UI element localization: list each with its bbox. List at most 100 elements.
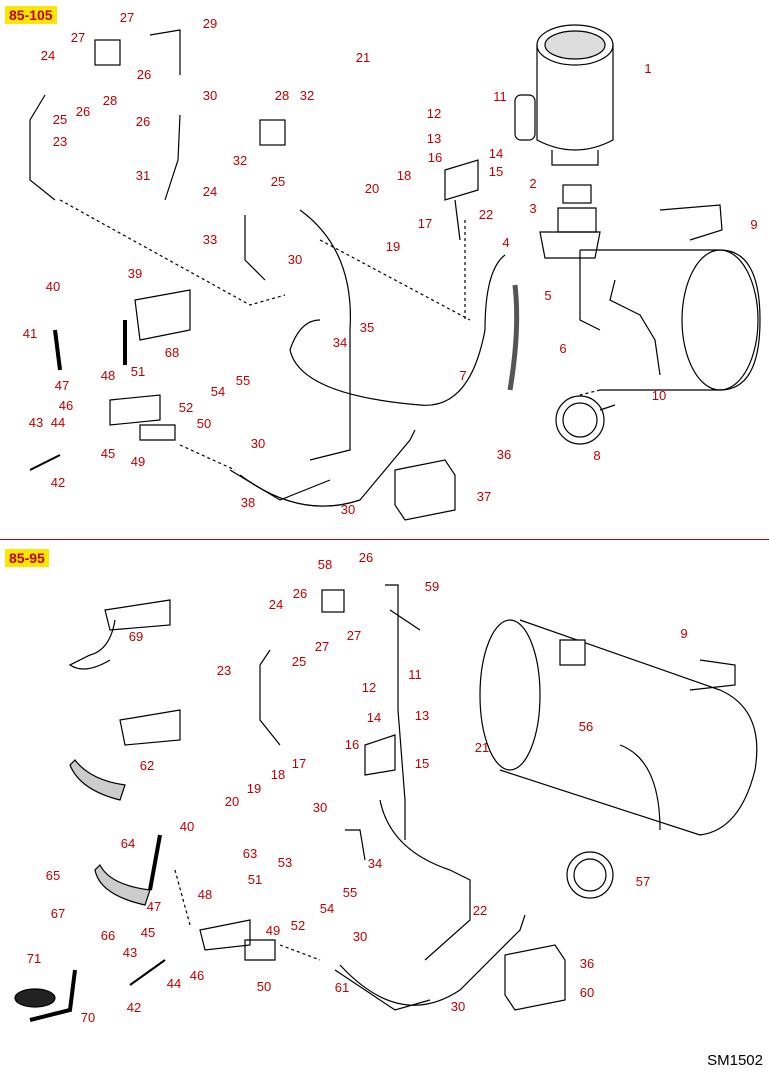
valve-48-icon [109, 394, 161, 426]
bottom-callout-54: 54 [320, 901, 334, 916]
tube-31-icon [164, 114, 181, 201]
valve-49-icon [139, 424, 176, 441]
dashed-leader-2 [319, 239, 471, 321]
top-callout-31: 31 [136, 168, 150, 183]
top-callout-33: 33 [203, 232, 217, 247]
top-callout-5: 5 [544, 288, 551, 303]
tube-56-icon [619, 744, 661, 831]
valve-50b-icon [244, 939, 276, 961]
tube-7-icon [289, 254, 506, 406]
bottom-callout-30: 30 [451, 999, 465, 1014]
bottom-callout-56: 56 [579, 719, 593, 734]
bracket-icon [389, 609, 421, 631]
top-callout-11: 11 [493, 89, 507, 104]
air-tank-bottom-icon [479, 619, 758, 836]
top-callout-14: 14 [489, 146, 503, 161]
pedal-70-icon [29, 969, 77, 1022]
bottom-artwork [14, 584, 758, 1022]
top-callout-30: 30 [203, 88, 217, 103]
bottom-callout-64: 64 [121, 836, 135, 851]
tube-36-icon [239, 429, 416, 507]
top-callout-21: 21 [356, 50, 370, 65]
pipe-22-icon [454, 199, 461, 241]
gauge-8-icon [555, 395, 616, 445]
bottom-callout-67: 67 [51, 906, 65, 921]
top-callout-49: 49 [131, 454, 145, 469]
top-callout-35: 35 [360, 320, 374, 335]
motor-icon [514, 24, 614, 166]
bottom-callout-53: 53 [278, 855, 292, 870]
section-divider [0, 539, 769, 540]
bottom-callout-43: 43 [123, 945, 137, 960]
top-callout-54: 54 [211, 384, 225, 399]
bottom-callout-27: 27 [315, 639, 329, 654]
bottom-callout-40: 40 [180, 819, 194, 834]
top-callout-32: 32 [300, 88, 314, 103]
pin-42b-icon [129, 959, 166, 986]
bottom-callout-71: 71 [27, 951, 41, 966]
bottom-callout-16: 16 [345, 737, 359, 752]
top-callout-27: 27 [120, 10, 134, 25]
bottom-callout-47: 47 [147, 899, 161, 914]
air-tank-icon [579, 249, 761, 391]
bottom-callout-11: 11 [408, 667, 422, 682]
bottom-callout-15: 15 [415, 756, 429, 771]
tube-35-icon [299, 209, 352, 461]
dashed-leader-5 [579, 389, 601, 396]
bottom-callout-9: 9 [680, 626, 687, 641]
tube-23-icon [29, 94, 56, 201]
bottom-callout-70: 70 [81, 1010, 95, 1025]
bottom-callout-58: 58 [318, 557, 332, 572]
tube-10-icon [609, 279, 661, 376]
top-callout-47: 47 [55, 378, 69, 393]
top-callout-40: 40 [46, 279, 60, 294]
top-callout-30: 30 [341, 502, 355, 517]
bottom-callout-69: 69 [129, 629, 143, 644]
bottom-callout-22: 22 [473, 903, 487, 918]
tee-15-icon [444, 159, 479, 201]
tube-29-icon [149, 29, 181, 75]
top-callout-29: 29 [203, 16, 217, 31]
valve-28b-icon [259, 119, 286, 146]
top-callout-38: 38 [241, 495, 255, 510]
top-callout-4: 4 [502, 235, 509, 250]
bottom-callout-50: 50 [257, 979, 271, 994]
pedal-valve-69-icon [104, 599, 171, 631]
top-callout-44: 44 [51, 415, 65, 430]
top-callout-2: 2 [529, 176, 536, 191]
bottom-callout-34: 34 [368, 856, 382, 871]
top-callout-32: 32 [233, 153, 247, 168]
pump-head-icon [557, 207, 597, 233]
bottom-callout-62: 62 [140, 758, 154, 773]
top-callout-24: 24 [203, 184, 217, 199]
bottom-callout-27: 27 [347, 628, 361, 643]
tee-15b-icon [364, 734, 396, 776]
top-callout-24: 24 [41, 48, 55, 63]
top-callout-39: 39 [128, 266, 142, 281]
top-callout-22: 22 [479, 207, 493, 222]
bottom-callout-23: 23 [217, 663, 231, 678]
pedal-valve-39-icon [134, 289, 191, 341]
top-callout-7: 7 [459, 368, 466, 383]
bottom-callout-42: 42 [127, 1000, 141, 1015]
valve-28-icon [94, 39, 121, 66]
dashed-leader-b1 [279, 944, 321, 961]
top-callout-26: 26 [137, 67, 151, 82]
pad-71-icon [14, 988, 56, 1008]
pedal-41-icon [53, 329, 62, 371]
dashed-leader-b2 [174, 869, 191, 926]
top-callout-43: 43 [29, 415, 43, 430]
pedal-valve-62-icon [119, 709, 181, 746]
top-callout-37: 37 [477, 489, 491, 504]
bottom-callout-44: 44 [167, 976, 181, 991]
bottom-callout-36: 36 [580, 956, 594, 971]
bottom-callout-21: 21 [475, 740, 489, 755]
top-callout-26: 26 [136, 114, 150, 129]
top-callout-6: 6 [559, 341, 566, 356]
bottom-callout-63: 63 [243, 846, 257, 861]
bottom-callout-25: 25 [292, 654, 306, 669]
bottom-callout-49: 49 [266, 923, 280, 938]
model-label-85-105: 85-105 [5, 6, 57, 24]
